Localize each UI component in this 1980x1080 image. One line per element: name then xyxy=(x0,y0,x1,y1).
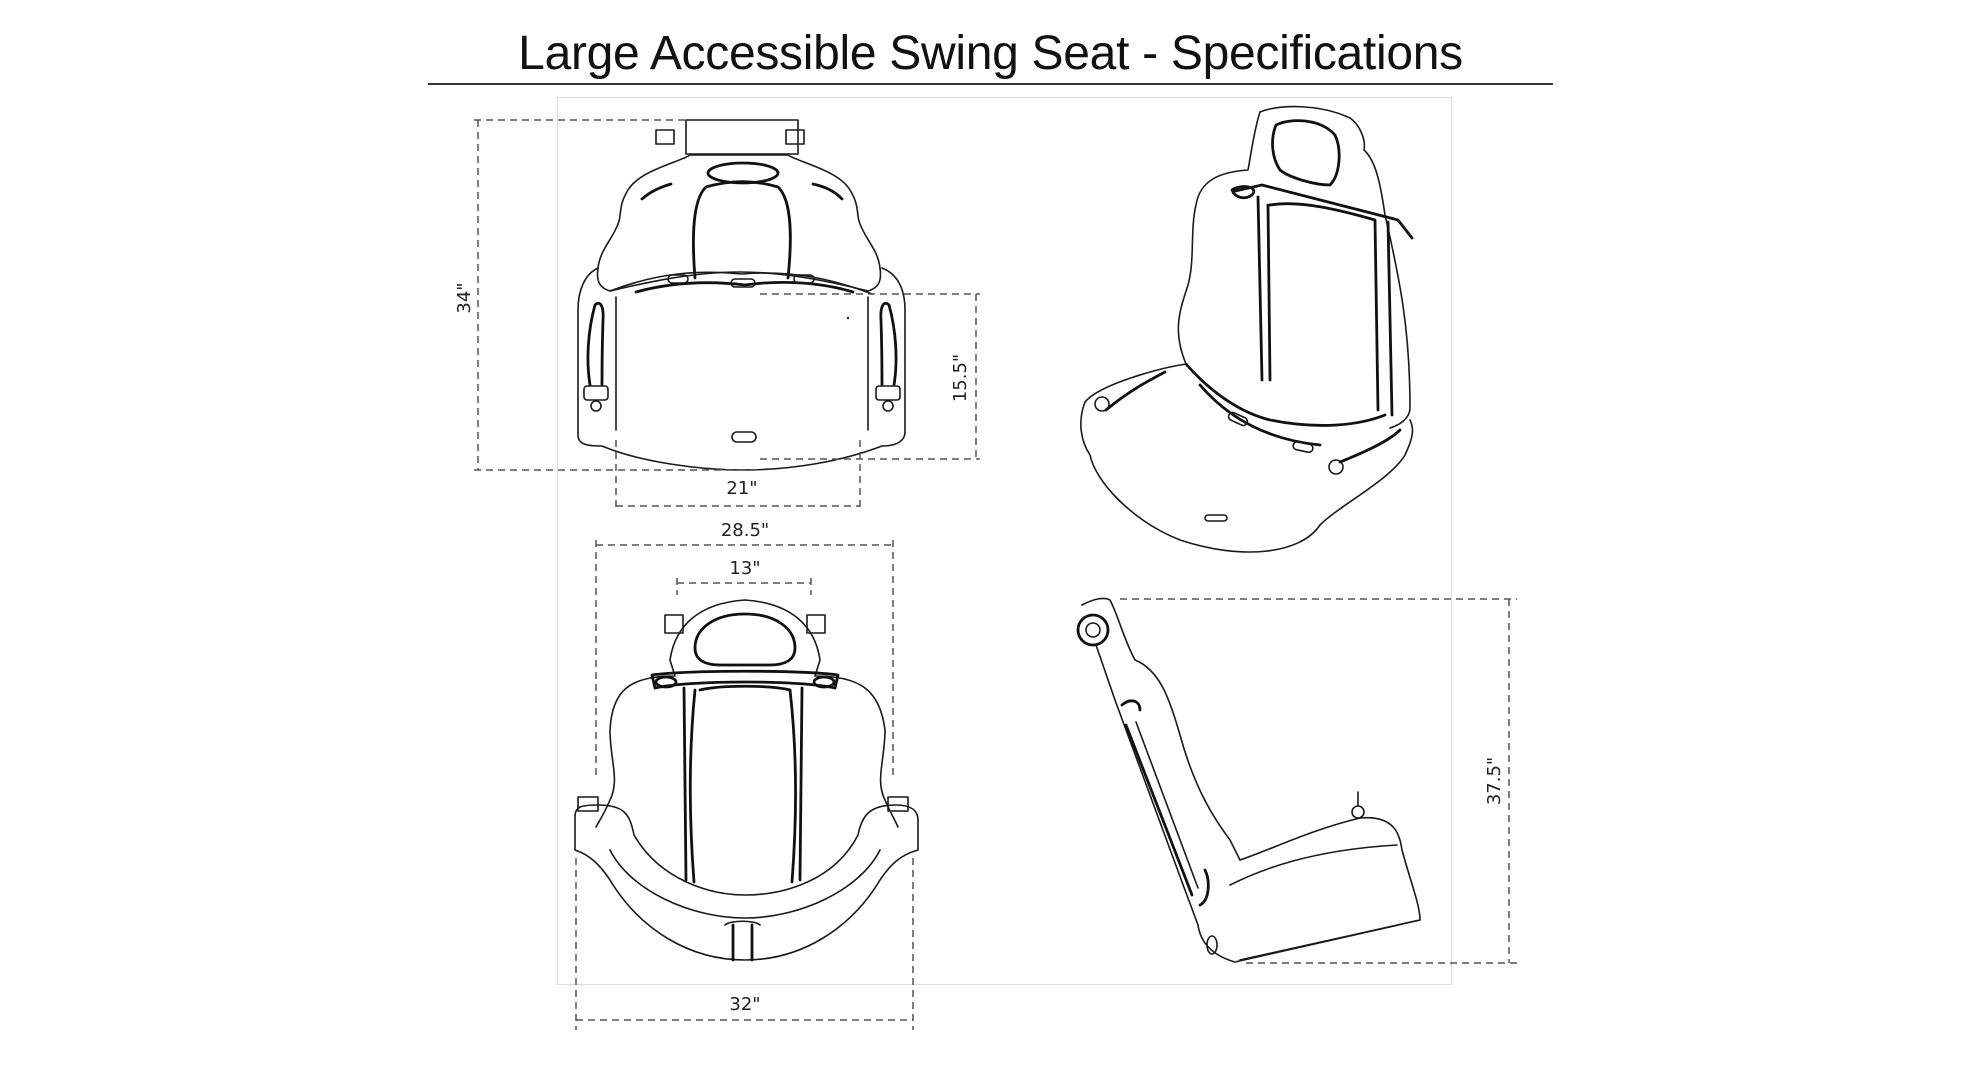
side-view-dimensions xyxy=(1120,598,1517,964)
page-title: Large Accessible Swing Seat - Specificat… xyxy=(518,27,1463,80)
dim-13-label: 13" xyxy=(729,558,760,579)
drawing-frame xyxy=(557,97,1452,985)
dim-21-label: 21" xyxy=(726,478,757,499)
top-view-drawing xyxy=(577,119,906,471)
back-view-drawing xyxy=(574,599,919,962)
dim-28-5-label: 28.5" xyxy=(721,520,769,541)
perspective-view-drawing xyxy=(1080,105,1414,553)
dim-34-label: 34" xyxy=(454,282,475,313)
dim-37-5-label: 37.5" xyxy=(1484,757,1505,805)
dim-15-5-label: 15.5" xyxy=(950,354,971,402)
top-view-dimensions xyxy=(474,119,980,510)
back-view-dimensions xyxy=(575,540,914,1030)
title-underline xyxy=(428,83,1553,85)
side-view-drawing xyxy=(1076,597,1421,963)
dim-32-label: 32" xyxy=(729,994,760,1015)
